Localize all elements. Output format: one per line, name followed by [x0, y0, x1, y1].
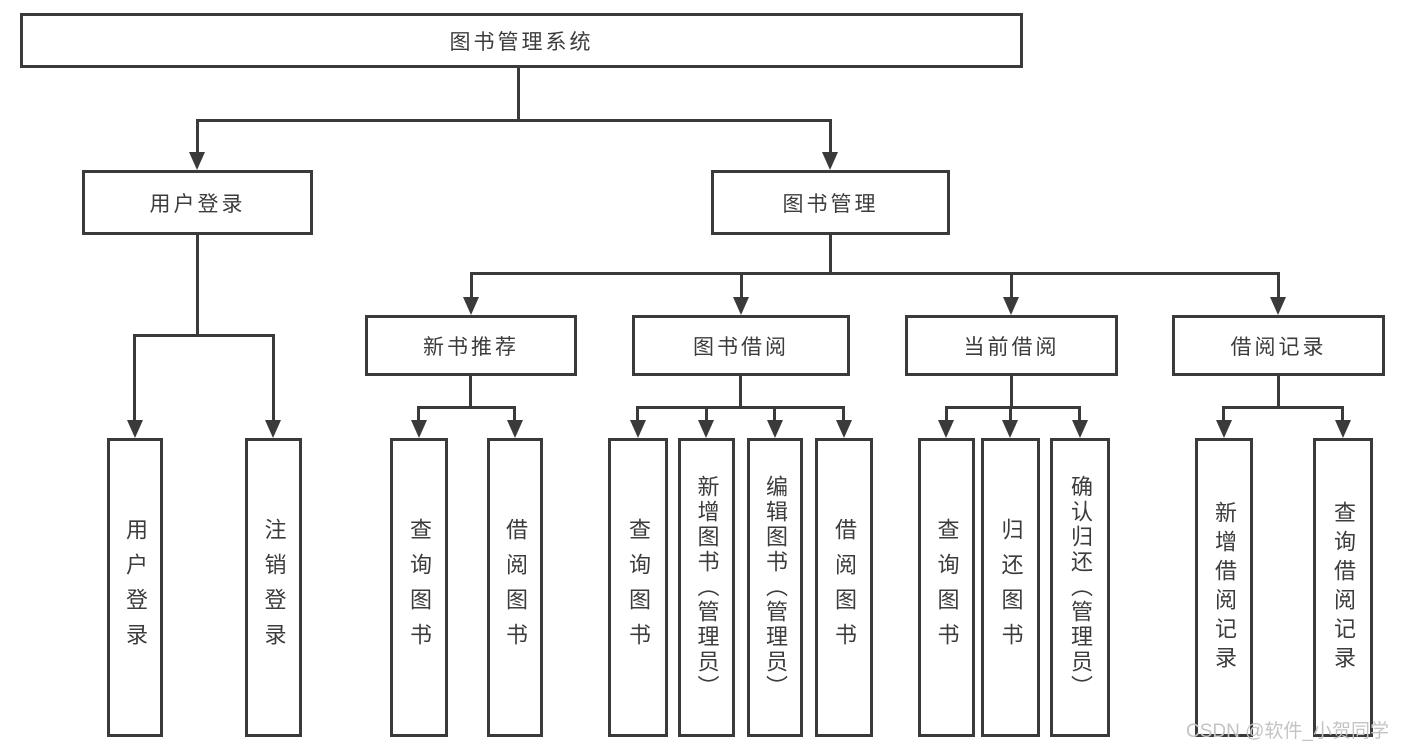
connector-line	[1009, 406, 1012, 422]
connector-line	[517, 68, 520, 121]
connector-line	[636, 406, 639, 422]
connector-line	[1222, 406, 1344, 409]
node-root: 图书管理系统	[20, 13, 1023, 68]
node-bb-add-books-admin: 新增图书（管理员）	[678, 438, 735, 737]
connector-line	[945, 406, 1081, 409]
connector-line	[133, 334, 275, 337]
connector-line	[417, 406, 516, 409]
node-book-management: 图书管理	[711, 170, 950, 235]
arrowhead-icon	[698, 420, 714, 438]
connector-line	[470, 272, 1279, 275]
arrowhead-icon	[1216, 420, 1232, 438]
arrowhead-icon	[733, 297, 749, 315]
connector-line	[196, 235, 199, 336]
arrowhead-icon	[507, 420, 523, 438]
arrowhead-icon	[836, 420, 852, 438]
node-bb-edit-books-admin: 编辑图书（管理员）	[747, 438, 803, 737]
connector-line	[1341, 406, 1344, 422]
connector-line	[417, 406, 420, 422]
connector-line	[740, 272, 743, 299]
arrowhead-icon	[463, 297, 479, 315]
node-logout-leaf: 注销登录	[245, 438, 302, 737]
connector-line	[1010, 376, 1013, 408]
connector-line	[739, 376, 742, 408]
connector-line	[1277, 272, 1280, 299]
node-book-borrow: 图书借阅	[632, 315, 850, 376]
node-cb-return-books: 归还图书	[981, 438, 1040, 737]
connector-line	[636, 406, 845, 409]
connector-line	[196, 119, 199, 154]
arrowhead-icon	[1002, 420, 1018, 438]
arrowhead-icon	[822, 152, 838, 170]
connector-line	[842, 406, 845, 422]
connector-line	[1222, 406, 1225, 422]
node-br-query-record: 查询借阅记录	[1313, 438, 1373, 737]
node-new-book-recommend: 新书推荐	[365, 315, 577, 376]
csdn-watermark: CSDN @软件_小贺同学	[1186, 721, 1389, 742]
arrowhead-icon	[630, 420, 646, 438]
node-current-borrow: 当前借阅	[905, 315, 1118, 376]
arrowhead-icon	[411, 420, 427, 438]
connector-line	[829, 235, 832, 274]
node-cb-query-books: 查询图书	[918, 438, 975, 737]
connector-line	[1078, 406, 1081, 422]
connector-line	[705, 406, 708, 422]
connector-line	[196, 119, 832, 122]
arrowhead-icon	[189, 152, 205, 170]
node-cb-confirm-return-admin: 确认归还（管理员）	[1050, 438, 1110, 737]
node-user-login: 用户登录	[82, 170, 313, 235]
arrowhead-icon	[767, 420, 783, 438]
arrowhead-icon	[1335, 420, 1351, 438]
connector-line	[829, 119, 832, 154]
connector-line	[272, 334, 275, 422]
node-user-login-leaf: 用户登录	[107, 438, 163, 737]
arrowhead-icon	[127, 420, 143, 438]
connector-line	[470, 272, 473, 299]
node-nbr-borrow-books: 借阅图书	[487, 438, 543, 737]
arrowhead-icon	[938, 420, 954, 438]
connector-line	[945, 406, 948, 422]
connector-line	[773, 406, 776, 422]
node-bb-borrow-books: 借阅图书	[815, 438, 873, 737]
connector-line	[513, 406, 516, 422]
connector-line	[1277, 376, 1280, 408]
node-nbr-query-books: 查询图书	[390, 438, 448, 737]
node-bb-query-books: 查询图书	[608, 438, 668, 737]
node-borrow-records: 借阅记录	[1172, 315, 1385, 376]
connector-line	[1010, 272, 1013, 299]
connector-line	[133, 334, 136, 422]
connector-line	[469, 376, 472, 408]
arrowhead-icon	[1072, 420, 1088, 438]
arrowhead-icon	[1270, 297, 1286, 315]
arrowhead-icon	[1003, 297, 1019, 315]
node-br-add-record: 新增借阅记录	[1195, 438, 1253, 737]
arrowhead-icon	[265, 420, 281, 438]
